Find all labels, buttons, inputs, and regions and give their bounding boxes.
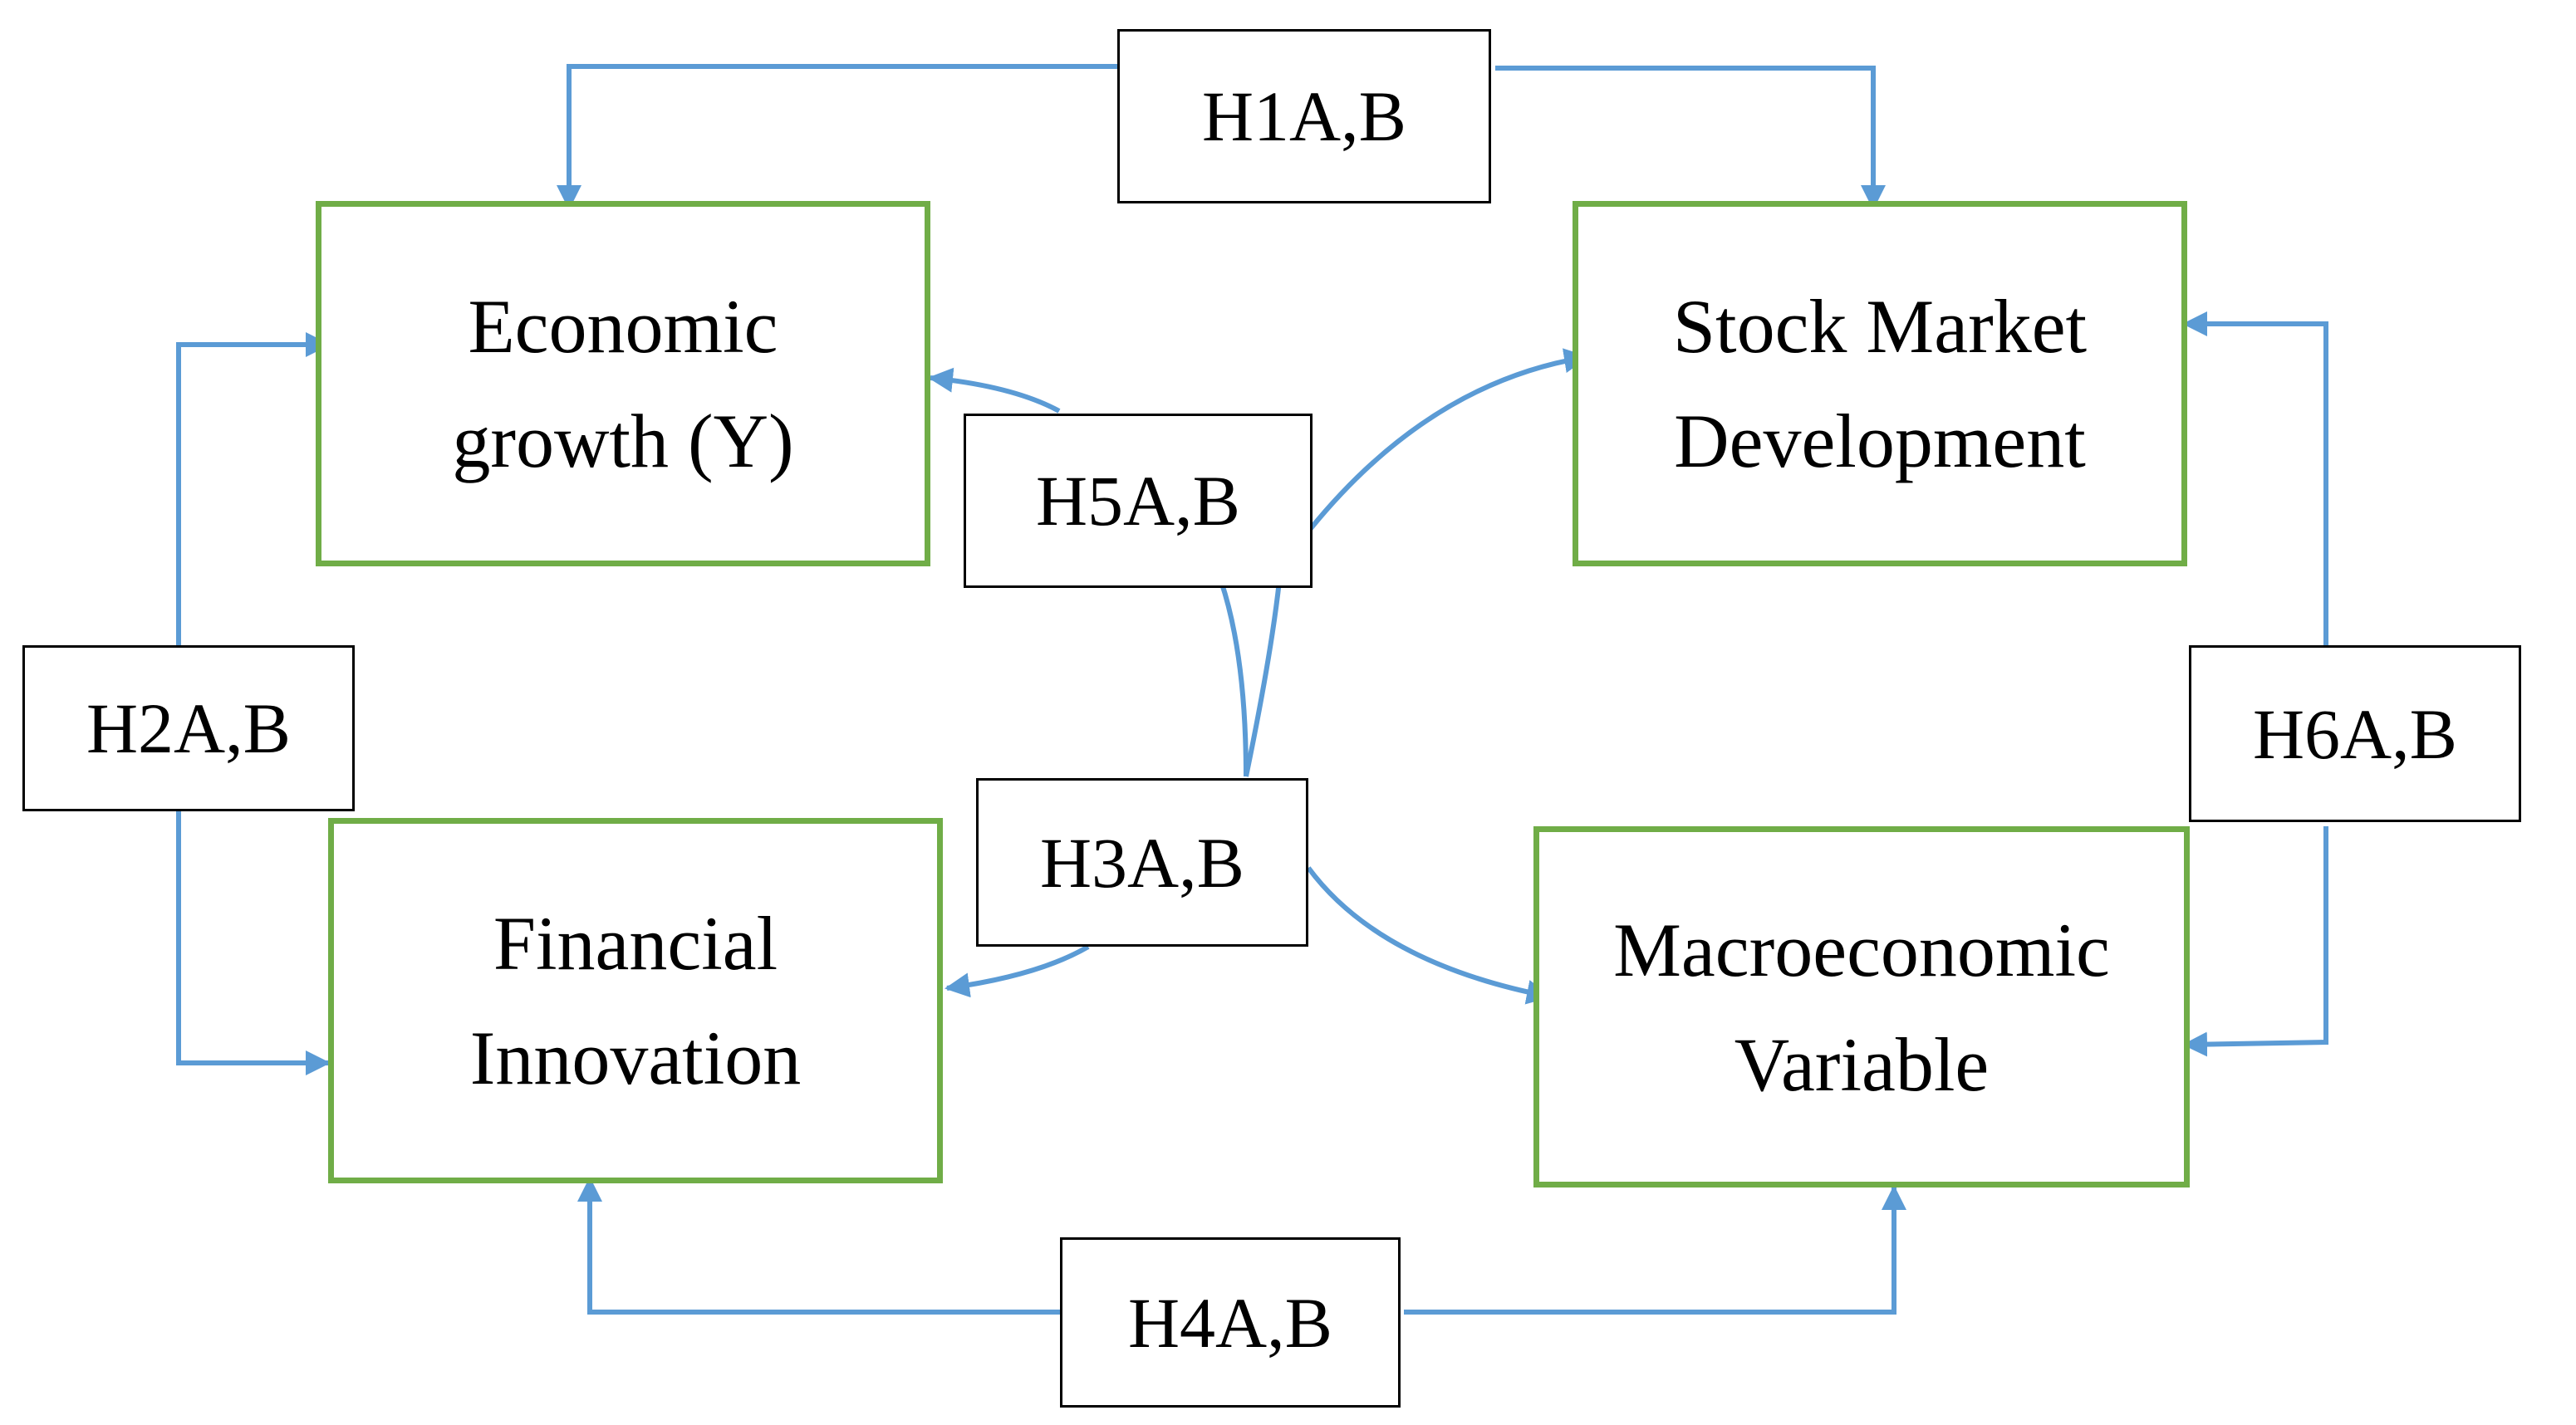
h2-label: H2A,B — [86, 688, 292, 768]
economic-growth-label: Economic growth (Y) — [452, 284, 794, 483]
stock-market-development-box: Stock Market Development — [1573, 201, 2187, 566]
h6-box: H6A,B — [2189, 645, 2521, 822]
h3-connector-to-financial-innovation — [945, 944, 1090, 998]
h6-connector-to-stock-market — [2182, 311, 2328, 648]
h4-label: H4A,B — [1127, 1282, 1333, 1363]
stock-market-development-label: Stock Market Development — [1672, 284, 2088, 483]
h3-connector-to-macroeconomic — [1306, 866, 1552, 1005]
h2-connector-to-financial-innovation — [176, 810, 331, 1075]
h2-box: H2A,B — [22, 645, 355, 811]
h4-connector-to-macroeconomic — [1404, 1185, 1906, 1315]
h3-box: H3A,B — [976, 778, 1308, 947]
h3-label: H3A,B — [1039, 822, 1245, 903]
h5-h3-vertical-connector-right — [1244, 580, 1282, 777]
h5-box: H5A,B — [964, 414, 1313, 588]
h5-h3-vertical-connector-left — [1219, 580, 1249, 777]
h1-label: H1A,B — [1201, 76, 1407, 156]
h1-box: H1A,B — [1117, 29, 1491, 203]
h1-connector-to-economic-growth — [557, 64, 1117, 210]
h5-connector-to-economic-growth — [928, 367, 1061, 414]
financial-innovation-box: Financial Innovation — [328, 818, 943, 1183]
h6-label: H6A,B — [2252, 693, 2458, 774]
h2-connector-to-economic-growth — [176, 332, 331, 648]
h6-connector-to-macroeconomic — [2182, 826, 2328, 1057]
macroeconomic-variable-label: Macroeconomic Variable — [1613, 907, 2110, 1107]
economic-growth-box: Economic growth (Y) — [316, 201, 930, 566]
h1-connector-to-stock-market — [1495, 66, 1886, 210]
h4-connector-to-financial-innovation — [577, 1177, 1063, 1315]
h4-box: H4A,B — [1060, 1237, 1401, 1408]
h5-connector-to-stock-market — [1306, 348, 1589, 533]
financial-innovation-label: Financial Innovation — [469, 901, 802, 1100]
h5-label: H5A,B — [1035, 461, 1241, 541]
macroeconomic-variable-box: Macroeconomic Variable — [1533, 826, 2190, 1188]
